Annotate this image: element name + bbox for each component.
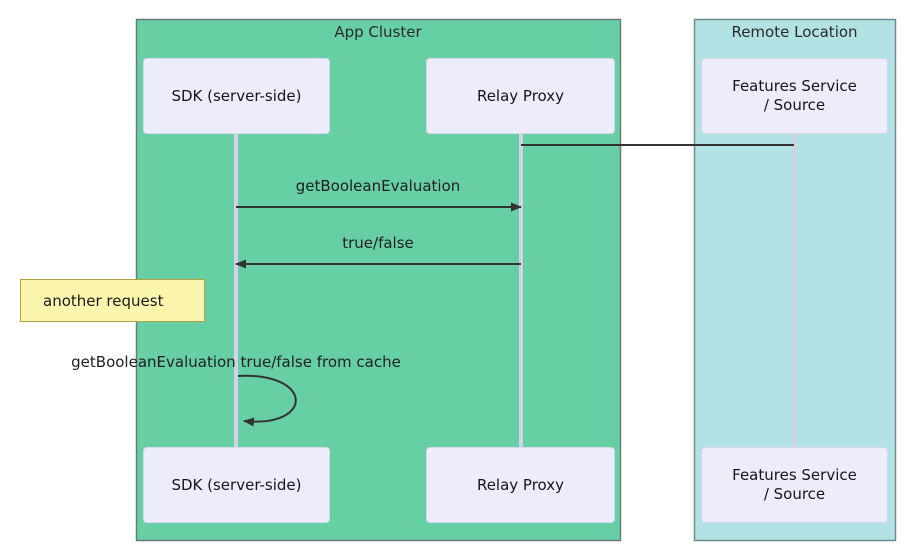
message-lines: [235, 144, 794, 427]
participant-label-line1: Features Service: [732, 466, 857, 485]
participant-label: Features Service/ Source: [732, 466, 857, 504]
note-text: another request: [43, 291, 164, 310]
group-label-remote-location: Remote Location: [731, 23, 858, 41]
group-label-app-cluster: App Cluster: [334, 23, 422, 41]
participant-sdk-top[interactable]: SDK (server-side): [143, 58, 330, 134]
participant-label: SDK (server-side): [171, 475, 302, 494]
participant-label: Features Service/ Source: [732, 77, 857, 115]
message-arrow-get-boolean-evaluation-from-cache: [237, 374, 297, 427]
message-label-true-false-response: true/false: [342, 234, 414, 252]
participant-sdk-bottom[interactable]: SDK (server-side): [143, 447, 330, 523]
note-another-request-note[interactable]: another request: [20, 279, 205, 322]
participant-label-line1: Features Service: [732, 77, 857, 96]
participant-relay-proxy-top[interactable]: Relay Proxy: [426, 58, 615, 134]
participant-label: Relay Proxy: [476, 86, 565, 105]
participant-features-service-bottom[interactable]: Features Service/ Source: [701, 447, 888, 523]
lifelines: [234, 134, 796, 447]
message-label-get-boolean-evaluation: getBooleanEvaluation: [295, 177, 461, 195]
participant-label: SDK (server-side): [171, 86, 302, 105]
message-label-get-boolean-evaluation-from-cache: getBooleanEvaluation true/false from cac…: [71, 353, 401, 371]
participant-label: Relay Proxy: [476, 475, 565, 494]
participant-label-line2: / Source: [763, 96, 826, 114]
participant-relay-proxy-bottom[interactable]: Relay Proxy: [426, 447, 615, 523]
participant-label-line2: / Source: [763, 485, 826, 503]
participant-features-service-top[interactable]: Features Service/ Source: [701, 58, 888, 134]
